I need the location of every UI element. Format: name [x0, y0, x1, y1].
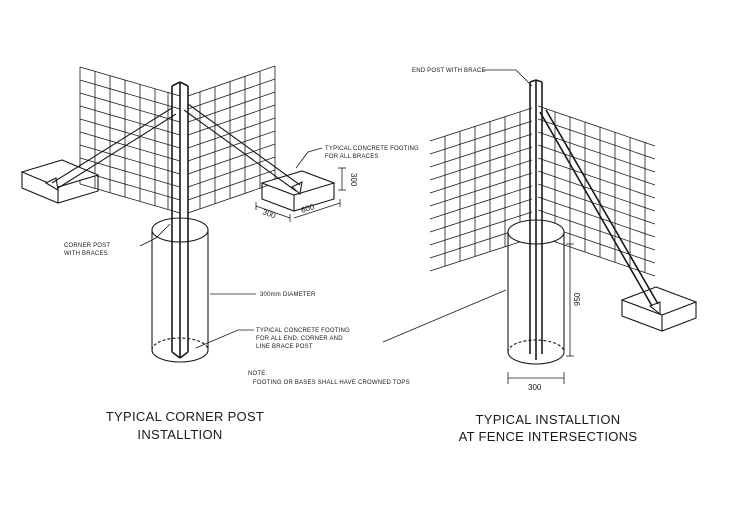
intersection-right-mesh: [537, 105, 656, 277]
label-footing-braces-1: TYPICAL CONCRETE FOOTING: [325, 146, 419, 152]
left-leaders: [139, 147, 323, 349]
intersection-brace-footing: [620, 286, 698, 332]
corner-post: [171, 81, 189, 359]
dim-footing-length: 600: [300, 202, 316, 215]
right-leaders: [382, 69, 533, 343]
left-title-line-1: TYPICAL CORNER POST: [106, 409, 264, 424]
end-post-brace: [539, 109, 659, 307]
label-footing-braces-2: FOR ALL BRACES: [325, 154, 379, 160]
intersection-dimensions: [507, 243, 574, 384]
label-footing-all-2: FOR ALL END, CORNER AND: [256, 336, 343, 342]
corner-post-detail: 300 600 300 TYPICAL CONCRETE FOOTING FOR…: [20, 65, 419, 442]
label-end-post: END POST WITH BRACE: [412, 68, 486, 74]
note-text: FOOTING OR BASES SHALL HAVE CROWNED TOPS: [253, 380, 410, 386]
right-title-line-1: TYPICAL INSTALLTION: [476, 412, 621, 427]
dim-footing-depth: 300: [349, 173, 358, 187]
label-corner-post-2: WITH BRACES: [64, 251, 108, 257]
right-title-line-2: AT FENCE INTERSECTIONS: [459, 429, 638, 444]
fence-intersection-detail: 950 300 END POST WITH BRACE TYPICAL INST…: [382, 68, 698, 444]
right-footing-dimensions: [255, 167, 346, 222]
end-post: [529, 79, 543, 360]
left-brace-footing: [20, 159, 100, 204]
dim-footing-width: 300: [261, 207, 277, 220]
label-footing-all-1: TYPICAL CONCRETE FOOTING: [256, 328, 350, 334]
corner-braces: [51, 103, 301, 192]
label-diameter: 300mm DIAMETER: [260, 292, 316, 298]
intersection-left-mesh: [429, 107, 533, 272]
left-mesh-panel: [79, 66, 181, 214]
note-heading: NOTE:: [248, 371, 267, 377]
label-footing-all-3: LINE BRACE POST: [256, 344, 313, 350]
right-brace-footing: [260, 170, 336, 212]
left-title-line-2: INSTALLTION: [137, 427, 222, 442]
right-mesh-panel: [187, 65, 276, 214]
dim-footing-diameter-300: 300: [528, 383, 542, 392]
dim-footing-depth-950: 950: [573, 292, 582, 306]
label-corner-post-1: CORNER POST: [64, 243, 110, 249]
